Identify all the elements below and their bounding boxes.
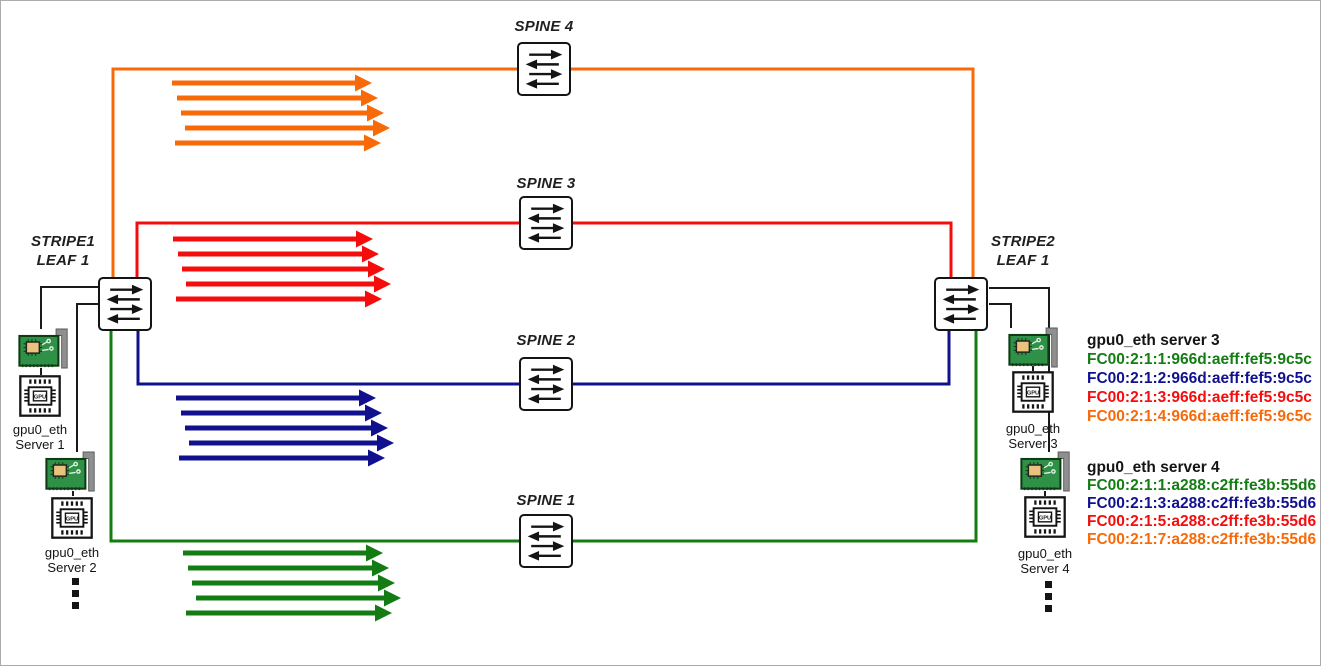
server4-address-title: gpu0_eth server 4 [1087,459,1220,476]
stripe1-label-line2: LEAF 1 [36,252,90,269]
server3-label: gpu0_eth Server 3 [987,421,1079,451]
server4-ip-address-1: FC00:2:1:1:a288:c2ff:fe3b:55d6 [1087,477,1317,494]
server3-label-line2: Server 3 [1008,436,1058,451]
gpu-chip-icon-server4 [1024,496,1066,538]
switch-icon [100,279,150,329]
spine2-label: SPINE 2 [516,332,576,349]
stripe1-label-line1: STRIPE1 [31,233,95,250]
gpu-chip-icon-server3 [1012,371,1054,413]
server4-label: gpu0_eth Server 4 [999,546,1091,576]
gpu-chip-icon-server2 [51,497,93,539]
switch-icon [519,44,569,94]
spine3-label: SPINE 3 [516,175,576,192]
stripe1-leaf1-label: STRIPE1 LEAF 1 [13,232,113,270]
server3-address-block: gpu0_eth server 3 FC00:2:1:1:966d:aeff:f… [1087,331,1312,426]
nic-card-icon-server2 [45,451,97,492]
spine2-switch [519,357,573,411]
server1-label-line2: Server 1 [15,437,65,452]
server1-label: gpu0_eth Server 1 [1,422,86,452]
ellipsis-right [1045,581,1052,612]
switch-icon [521,198,571,248]
nic-card-icon-server1 [18,328,70,369]
switch-icon [521,516,571,566]
spine3-switch [519,196,573,250]
server4-label-line2: Server 4 [1020,561,1070,576]
stripe2-leaf1-label: STRIPE2 LEAF 1 [973,232,1073,270]
server3-ip-address-4: FC00:2:1:4:966d:aeff:fef5:9c5c [1087,408,1312,425]
nic-card-icon-server3 [1008,327,1060,368]
stripe2-leaf1-switch [934,277,988,331]
server2-label-line2: Server 2 [47,560,97,575]
spine4-label: SPINE 4 [514,18,574,35]
spine4-switch [517,42,571,96]
spine1-label: SPINE 1 [516,492,576,509]
leaf1-server2-connector [76,303,98,452]
server4-label-line1: gpu0_eth [1017,546,1073,561]
nic-card-icon-server4 [1020,451,1072,492]
switch-icon [521,359,571,409]
gpu-chip-icon-server1 [19,375,61,417]
server1-label-line1: gpu0_eth [12,422,68,437]
server3-label-line1: gpu0_eth [1005,421,1061,436]
server3-ip-address-3: FC00:2:1:3:966d:aeff:fef5:9c5c [1087,389,1312,406]
server3-ip-address-2: FC00:2:1:2:966d:aeff:fef5:9c5c [1087,370,1312,387]
server4-ip-address-2: FC00:2:1:3:a288:c2ff:fe3b:55d6 [1087,495,1317,512]
leaf2-server3-connector [989,303,1012,328]
server2-label: gpu0_eth Server 2 [26,545,118,575]
server3-ip-address-1: FC00:2:1:1:966d:aeff:fef5:9c5c [1087,351,1312,368]
stripe1-leaf1-switch [98,277,152,331]
server4-ip-address-3: FC00:2:1:5:a288:c2ff:fe3b:55d6 [1087,513,1317,530]
flow-arrows [172,74,401,622]
stripe2-label-line1: STRIPE2 [991,233,1055,250]
stripe2-label-line2: LEAF 1 [996,252,1050,269]
server3-address-title: gpu0_eth server 3 [1087,332,1220,349]
leaf1-server1-connector [40,286,98,329]
switch-icon [936,279,986,329]
spine1-switch [519,514,573,568]
server4-address-block: gpu0_eth server 4 FC00:2:1:1:a288:c2ff:f… [1087,459,1316,549]
server2-label-line1: gpu0_eth [44,545,100,560]
ellipsis-left [72,578,79,609]
server4-ip-address-4: FC00:2:1:7:a288:c2ff:fe3b:55d6 [1087,531,1317,548]
